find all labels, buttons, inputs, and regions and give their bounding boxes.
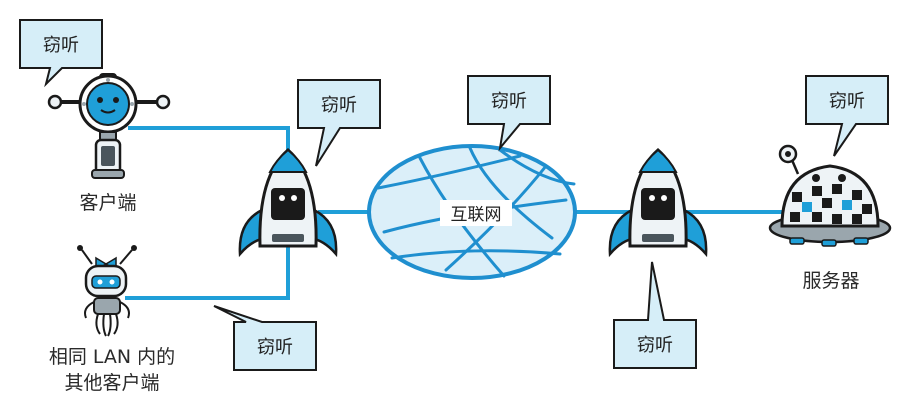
- eavesdrop-label: 窃听: [257, 337, 293, 358]
- client-robot-icon: [47, 73, 171, 179]
- eavesdrop-label: 窃听: [829, 91, 865, 112]
- rocket-router-left-icon: [238, 148, 338, 258]
- lan-clients-label-line2: 其他客户端: [64, 372, 160, 394]
- lan-client-robot-icon: [77, 245, 137, 337]
- eavesdrop-bubble-router-left: 窃听: [297, 79, 381, 167]
- link-client-to-router: [128, 126, 290, 190]
- eavesdrop-label: 窃听: [491, 91, 527, 112]
- eavesdrop-bubble-lan: 窃听: [213, 305, 317, 371]
- client-label: 客户端: [79, 192, 137, 214]
- eavesdrop-label: 窃听: [43, 35, 79, 56]
- eavesdrop-label: 窃听: [637, 335, 673, 356]
- internet-cloud-icon: 互联网: [367, 144, 577, 280]
- internet-label: 互联网: [451, 205, 502, 225]
- eavesdrop-label: 窃听: [321, 95, 357, 116]
- server-label: 服务器: [802, 270, 860, 292]
- eavesdrop-bubble-client: 窃听: [19, 19, 103, 88]
- eavesdrop-bubble-internet: 窃听: [467, 75, 551, 152]
- rocket-router-right-icon: [608, 148, 708, 258]
- link-lan-client-to-router: [125, 232, 290, 300]
- eavesdrop-bubble-server: 窃听: [805, 75, 889, 157]
- server-robot-icon: [768, 144, 892, 247]
- eavesdrop-bubble-router-right: 窃听: [613, 261, 697, 369]
- lan-clients-label-line1: 相同 LAN 内的: [48, 346, 176, 368]
